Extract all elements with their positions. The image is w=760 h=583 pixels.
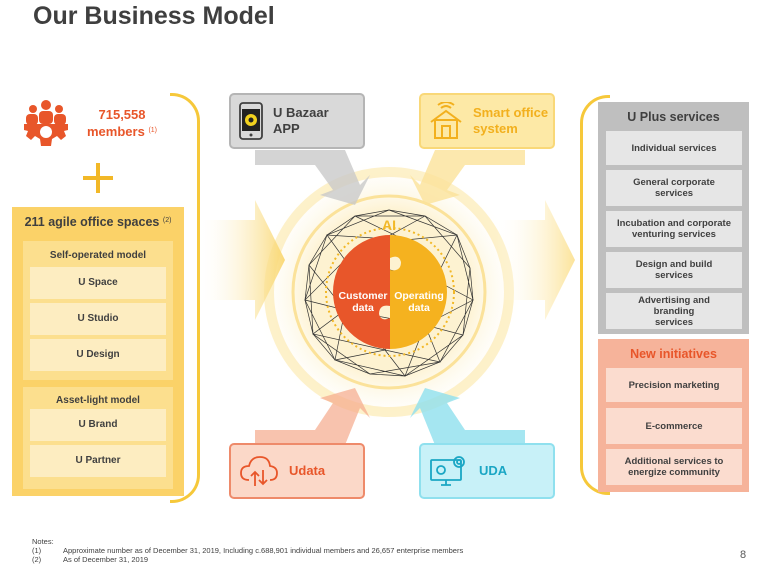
plus-icon [83,163,113,193]
arrow-smart-in [410,150,525,205]
uda-label: UDA [479,463,508,478]
footnote-number: (1) [32,546,42,555]
u-plus-item-text: branding [653,305,695,317]
new-initiative-text: energize community [628,467,720,478]
office-spaces-title-text: 211 agile office spaces [24,215,160,229]
office-spaces-title: 211 agile office spaces (2) [12,215,184,229]
ai-label: AI [382,217,396,233]
footnote: (1) Approximate number as of December 31,… [32,546,463,555]
arrow-left-in [195,200,285,320]
smart-office-label-line1: Smart office [473,105,549,120]
new-initiative-text: Additional services to [624,456,724,467]
office-spaces-panel: 211 agile office spaces (2) Self-operate… [12,207,184,496]
smart-office-box: Smart office system [419,93,555,149]
smart-office-label: Smart office system [473,105,548,137]
smart-building-icon [430,102,462,139]
footnote-text: Approximate number as of December 31, 20… [63,546,464,555]
u-plus-item-text: services [654,188,694,199]
footnotes: Notes: (1) Approximate number as of Decem… [32,537,463,564]
asset-light-group: Asset-light model U Brand U Partner [23,387,173,489]
dotted-orbit [325,227,455,357]
u-plus-item-text: services [654,316,694,328]
item-u-brand: U Brand [30,409,166,441]
self-operated-group: Self-operated model U Space U Studio U D… [23,241,173,380]
u-plus-item-text: General corporate [633,177,715,188]
new-initiative-item: E-commerce [606,408,742,444]
monitor-gears-icon [430,456,465,486]
new-initiative-text: E-commerce [645,420,703,432]
u-plus-services-title: U Plus services [627,110,720,124]
new-initiative-text: Precision marketing [628,379,720,391]
u-plus-item-text: Incubation and corporate [616,218,731,229]
notes-heading: Notes: [32,537,54,546]
operating-data-piece [390,235,447,349]
u-plus-item-text: venturing services [632,229,716,240]
page-title: Our Business Model [33,2,275,30]
smart-office-label-line2: system [473,121,518,136]
u-bazaar-app-box: U Bazaar APP [229,93,365,149]
udata-box: Udata [229,443,365,499]
members-count: 715,558 members (1) [72,107,172,140]
u-plus-item: Individual services [606,131,742,165]
uda-box: UDA [419,443,555,499]
item-u-studio: U Studio [30,303,166,335]
data-ai-diagram: AI Customer data Operating data [195,150,575,445]
smartphone-icon [239,102,263,140]
footnote-ref-1: (1) [148,127,157,134]
item-u-partner: U Partner [30,445,166,477]
item-u-space: U Space [30,267,166,299]
footnote-number: (2) [32,555,42,564]
members-number: 715,558 [98,107,146,122]
operating-data-line2: data [408,302,430,314]
new-initiatives-panel: New initiatives Precision marketing E-co… [598,339,749,492]
customer-data-piece [333,235,390,349]
page-number: 8 [740,549,747,561]
inner-ring [291,194,487,390]
u-plus-item-text: services [654,270,694,281]
customer-data-line1: Customer [338,290,387,302]
u-plus-item-text: Design and build [635,259,713,270]
u-bazaar-label-line2: APP [273,121,300,136]
udata-label: Udata [289,463,326,478]
u-bazaar-label: U Bazaar APP [273,105,329,137]
arrow-uda-in [410,388,525,445]
footnote-ref-2: (2) [162,217,172,224]
cloud-sync-icon [240,456,278,486]
arrow-udata-in [255,388,370,445]
arrow-right-out [495,200,575,320]
asset-light-label: Asset-light model [56,395,140,406]
operating-data-line1: Operating [394,290,444,302]
u-plus-services-panel: U Plus services Individual services Gene… [598,102,749,334]
members-label: members [87,124,145,139]
footnote: (2) As of December 31, 2019 [32,555,463,564]
footnote-text: As of December 31, 2019 [63,555,149,564]
new-initiatives-title: New initiatives [630,347,717,361]
new-initiative-item: Precision marketing [606,368,742,402]
u-plus-item-text: Individual services [631,142,717,154]
people-gear-icon [24,100,68,146]
arrow-bazaar-in [255,150,370,205]
self-operated-label: Self-operated model [49,250,147,261]
item-u-design: U Design [30,339,166,371]
u-bazaar-label-line1: U Bazaar [273,105,329,120]
u-plus-item-text: Advertising and [638,294,710,306]
customer-data-line2: data [352,302,374,314]
